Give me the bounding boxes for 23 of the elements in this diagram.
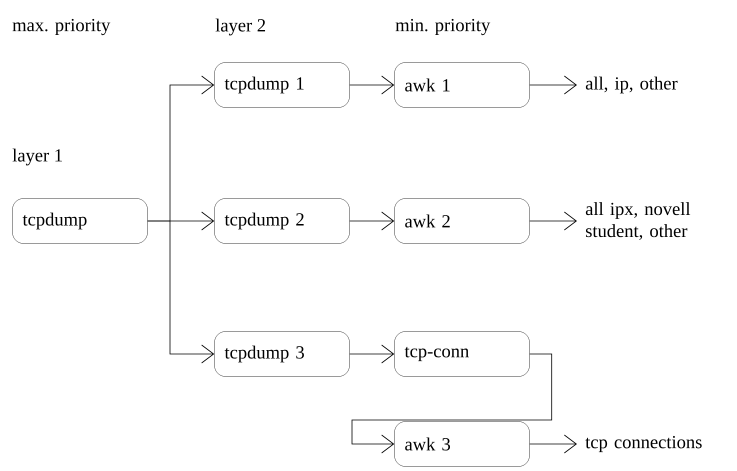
process-box: tcpdump 1 (214, 62, 350, 108)
arrow (529, 76, 577, 94)
arrow (352, 354, 552, 454)
process-box: tcpdump (12, 198, 148, 244)
arrow (529, 434, 577, 454)
column-heading: max. priority (12, 18, 110, 36)
column-heading: min. priority (396, 18, 490, 36)
process-box: awk 2 (394, 198, 530, 244)
output-text: tcp connections (585, 436, 702, 452)
arrow (349, 344, 394, 364)
process-box: awk 1 (394, 62, 530, 108)
arrow (147, 220, 214, 364)
arrow (529, 212, 577, 230)
output-text: all, ip, other (586, 76, 678, 94)
process-box: tcp-conn (394, 331, 530, 377)
arrow (349, 212, 394, 230)
column-heading: layer 1 (12, 148, 62, 166)
column-heading: layer 2 (216, 18, 266, 36)
process-box: tcpdump 2 (214, 198, 350, 244)
output-text: all ipx, novell student, other (586, 202, 690, 240)
process-box: awk 3 (394, 421, 530, 467)
process-box: tcpdump 3 (214, 331, 350, 377)
arrow (349, 76, 394, 94)
